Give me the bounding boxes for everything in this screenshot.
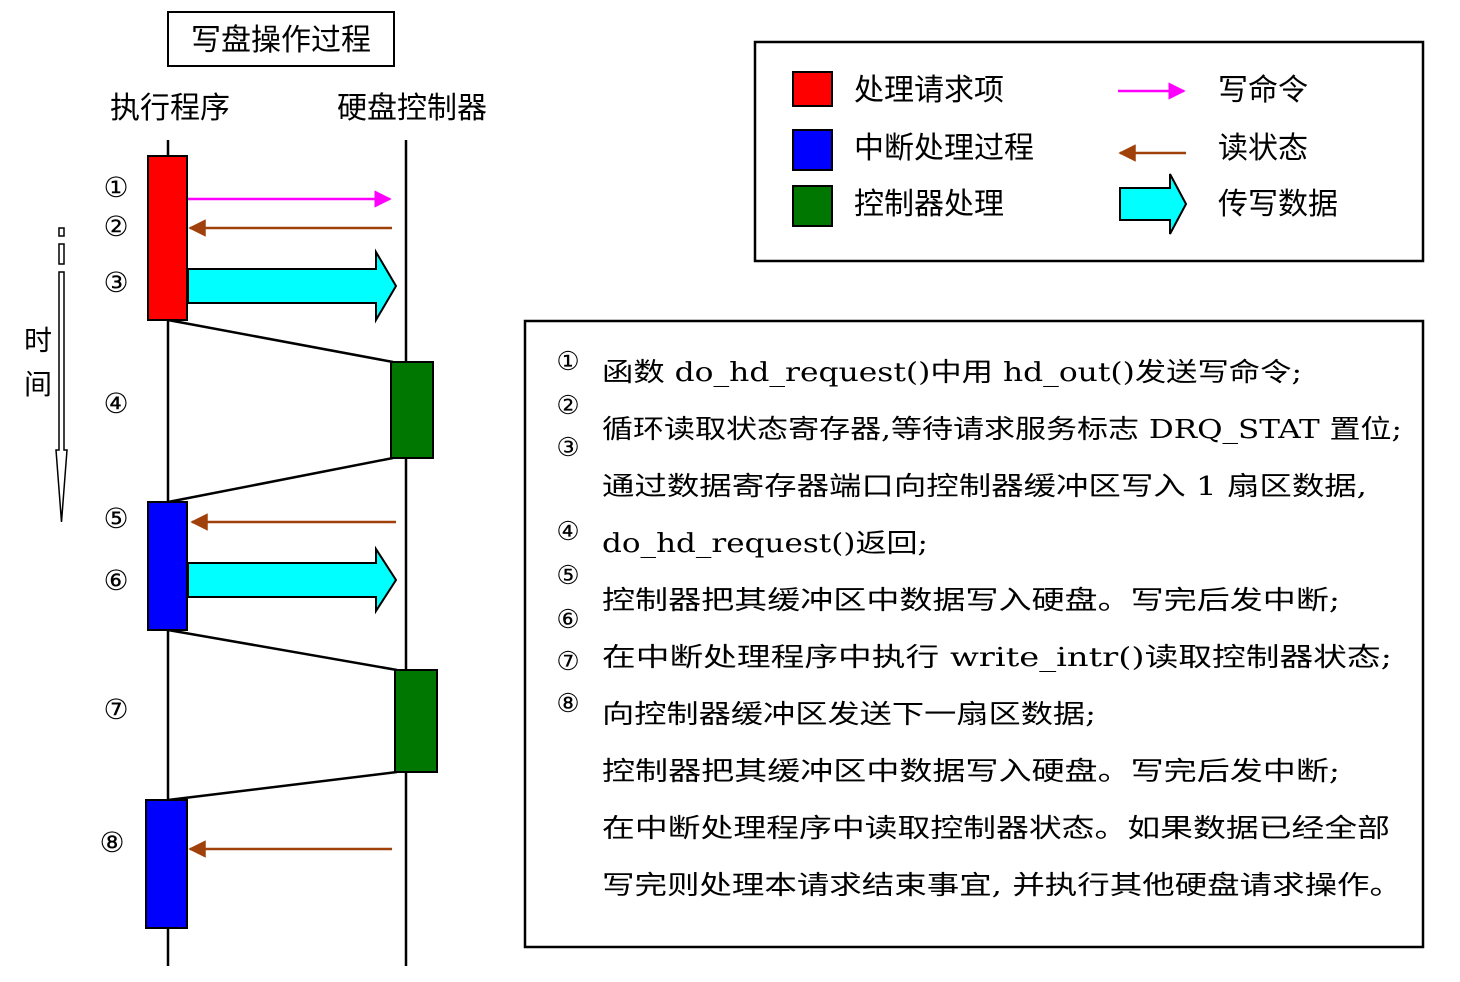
step-4-marker: ④	[103, 387, 128, 420]
note-line: 通过数据寄存器端口向控制器缓冲区写入 1 扇区数据,	[602, 472, 1367, 502]
note-line: 写完则处理本请求结束事宜, 并执行其他硬盘请求操作。	[602, 871, 1402, 901]
note-marker-1: ①	[556, 347, 579, 377]
step-2-marker: ②	[103, 210, 128, 243]
note-line: 循环读取状态寄存器,等待请求服务标志 DRQ_STAT 置位;	[602, 415, 1402, 445]
note-marker-8: ⑧	[556, 689, 579, 719]
column-executor: 执行程序	[110, 91, 230, 126]
step-8-marker: ⑧	[99, 826, 124, 859]
legend-box	[753, 40, 1425, 263]
note-line: do_hd_request()返回;	[602, 529, 928, 559]
legend-data-transfer-arrow	[1119, 173, 1188, 235]
step-5-marker: ⑤	[103, 502, 128, 535]
note-line: 在中断处理程序中读取控制器状态。如果数据已经全部	[602, 814, 1390, 844]
legend-swatch-interrupt	[792, 129, 833, 171]
legend-label-write-command: 写命令	[1218, 73, 1308, 108]
legend-label-read-status: 读状态	[1218, 131, 1308, 166]
diagram-title: 写盘操作过程	[191, 23, 371, 58]
legend-swatch-request	[792, 71, 833, 107]
step-6-marker: ⑥	[103, 564, 128, 597]
time-arrow	[55, 227, 68, 523]
handoff-line	[167, 318, 394, 364]
note-line: 控制器把其缓冲区中数据写入硬盘。写完后发中断;	[602, 586, 1340, 616]
note-marker-2: ②	[556, 391, 579, 421]
step-7-marker: ⑦	[103, 693, 128, 726]
handoff-line	[167, 628, 398, 672]
time-label-2: 间	[24, 368, 52, 401]
note-line: 函数 do_hd_request()中用 hd_out()发送写命令;	[602, 358, 1302, 388]
note-marker-4: ④	[556, 517, 579, 547]
time-label-1: 时	[24, 324, 52, 357]
interrupt-block	[145, 799, 188, 929]
legend-label-request: 处理请求项	[854, 73, 1004, 108]
legend-label-interrupt: 中断处理过程	[854, 131, 1034, 166]
legend-label-controller: 控制器处理	[854, 187, 1004, 222]
notes-box	[523, 319, 1425, 949]
request-block	[147, 155, 188, 321]
note-marker-3: ③	[556, 433, 579, 463]
step-3-marker: ③	[103, 266, 128, 299]
note-marker-5: ⑤	[556, 561, 579, 591]
note-marker-7: ⑦	[556, 647, 579, 677]
step-1-marker: ①	[103, 171, 128, 204]
note-line: 控制器把其缓冲区中数据写入硬盘。写完后发中断;	[602, 757, 1340, 787]
note-marker-6: ⑥	[556, 605, 579, 635]
legend-swatch-controller	[792, 185, 833, 227]
controller-block	[394, 669, 438, 773]
title-box	[167, 11, 395, 67]
note-line: 向控制器缓冲区发送下一扇区数据;	[602, 700, 1096, 730]
note-line: 在中断处理程序中执行 write_intr()读取控制器状态;	[602, 643, 1392, 673]
data-transfer-arrow	[187, 248, 398, 324]
data-transfer-arrow	[187, 545, 398, 615]
column-disk-controller: 硬盘控制器	[337, 91, 487, 126]
interrupt-block	[147, 501, 188, 631]
legend-label-data-transfer: 传写数据	[1218, 187, 1338, 222]
handoff-line	[167, 770, 398, 802]
controller-block	[390, 361, 434, 459]
handoff-line	[167, 456, 394, 504]
